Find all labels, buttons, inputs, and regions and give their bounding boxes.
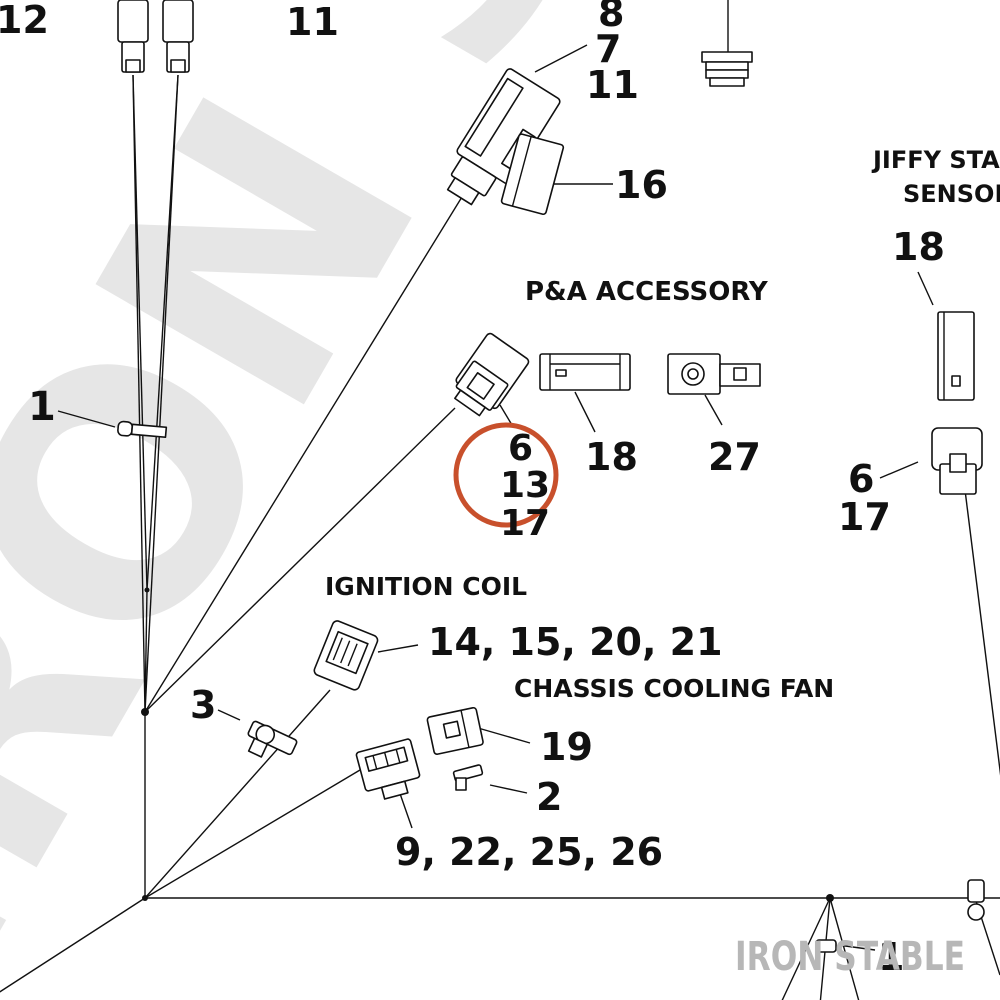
bolt-1-bottom <box>815 939 837 953</box>
leader-1-left <box>57 410 116 428</box>
wire-to-connector-7 <box>144 191 466 713</box>
harness-wires <box>0 74 1000 1000</box>
callout-17-jiffy: 17 <box>838 495 891 539</box>
junction-dot <box>142 895 148 901</box>
leader-3 <box>217 709 241 721</box>
callout-17-pa: 17 <box>500 503 550 544</box>
section-jiffy-stand-line2: SENSOR <box>903 180 1000 208</box>
callout-9-22-25-26: 9, 22, 25, 26 <box>395 830 663 874</box>
cooling-fan-connector <box>355 738 421 800</box>
section-labels: P&A ACCESSORY JIFFY STANI SENSOR IGNITIO… <box>325 146 1000 703</box>
bottom-fan-wire-c <box>829 897 860 1000</box>
callout-11-top: 11 <box>286 0 339 44</box>
section-jiffy-stand-line1: JIFFY STANI <box>871 146 1000 174</box>
wire-to-jiffy-stand <box>964 489 1000 776</box>
leader-7 <box>534 44 588 73</box>
callout-12: 12 <box>0 0 49 42</box>
pin-2 <box>452 764 484 791</box>
jiffy-stand-connector-6-17 <box>931 427 983 495</box>
top-left-wire-b <box>146 74 179 591</box>
pa-connector-27 <box>667 353 761 395</box>
callout-1-left: 1 <box>28 384 56 430</box>
pa-accessory-connector <box>454 332 530 417</box>
bottom-fan-wire-a <box>781 897 831 1000</box>
leader-18-pa <box>574 391 596 433</box>
leader-19 <box>477 727 531 744</box>
fan-connector-19 <box>426 706 484 756</box>
callout-18-jiffy: 18 <box>892 225 945 269</box>
callouts: 12 11 8 7 11 16 18 1 6 13 17 18 27 6 17 … <box>0 0 945 979</box>
wire-to-cooling-fan <box>144 769 361 899</box>
section-chassis-cooling-fan: CHASSIS COOLING FAN <box>514 674 834 703</box>
leader-6-pa <box>499 404 513 426</box>
junction-dot <box>826 894 834 902</box>
jiffy-stand-connector-18 <box>937 311 975 401</box>
connector-7-11 <box>446 68 561 206</box>
top-left-connector-pair <box>117 0 194 73</box>
callout-13-pa: 13 <box>500 465 550 506</box>
wire-to-ignition-coil <box>144 689 331 899</box>
bolt-1-left <box>117 420 168 439</box>
clip-bottom-right <box>967 879 985 921</box>
leader-6-right <box>879 461 919 479</box>
top-left-wire-a <box>132 74 148 591</box>
junction-wire <box>144 589 148 713</box>
leader-18-right <box>917 271 934 306</box>
boot-16 <box>500 133 565 216</box>
section-ignition-coil: IGNITION COIL <box>325 572 527 601</box>
callout-3: 3 <box>190 683 216 727</box>
callout-6-jiffy: 6 <box>848 457 874 501</box>
ignition-coil-connector <box>313 620 379 691</box>
callout-16: 16 <box>615 163 668 207</box>
callout-14-15-20-21: 14, 15, 20, 21 <box>428 620 723 664</box>
bottom-left-wire <box>0 897 146 993</box>
callout-7: 7 <box>595 27 621 71</box>
brand-logo-text: IRON STABLE <box>735 934 965 980</box>
top-left-wire-c <box>132 74 146 713</box>
section-pa-accessory: P&A ACCESSORY <box>525 277 769 307</box>
wire-to-pa-accessory <box>144 407 456 713</box>
parts <box>117 0 985 953</box>
clip-3 <box>247 720 298 758</box>
leader-2 <box>489 784 528 794</box>
callout-27: 27 <box>708 435 761 479</box>
leader-14 <box>377 644 419 653</box>
top-left-wire-d <box>144 74 179 713</box>
leader-1-bottom <box>837 944 876 951</box>
leader-27 <box>704 394 723 426</box>
callout-6-pa: 6 <box>508 428 533 469</box>
callout-11: 11 <box>586 63 639 107</box>
callout-1-bottom: 1 <box>878 935 904 979</box>
junction-dot <box>144 587 150 593</box>
top-plug <box>701 51 753 87</box>
callout-18-pa: 18 <box>585 435 638 479</box>
junction-dot <box>141 708 149 716</box>
callout-8: 8 <box>598 0 624 35</box>
highlight-circle <box>453 422 559 528</box>
pa-connector-18 <box>539 353 631 391</box>
callout-2: 2 <box>536 775 562 819</box>
callout-19: 19 <box>540 725 593 769</box>
